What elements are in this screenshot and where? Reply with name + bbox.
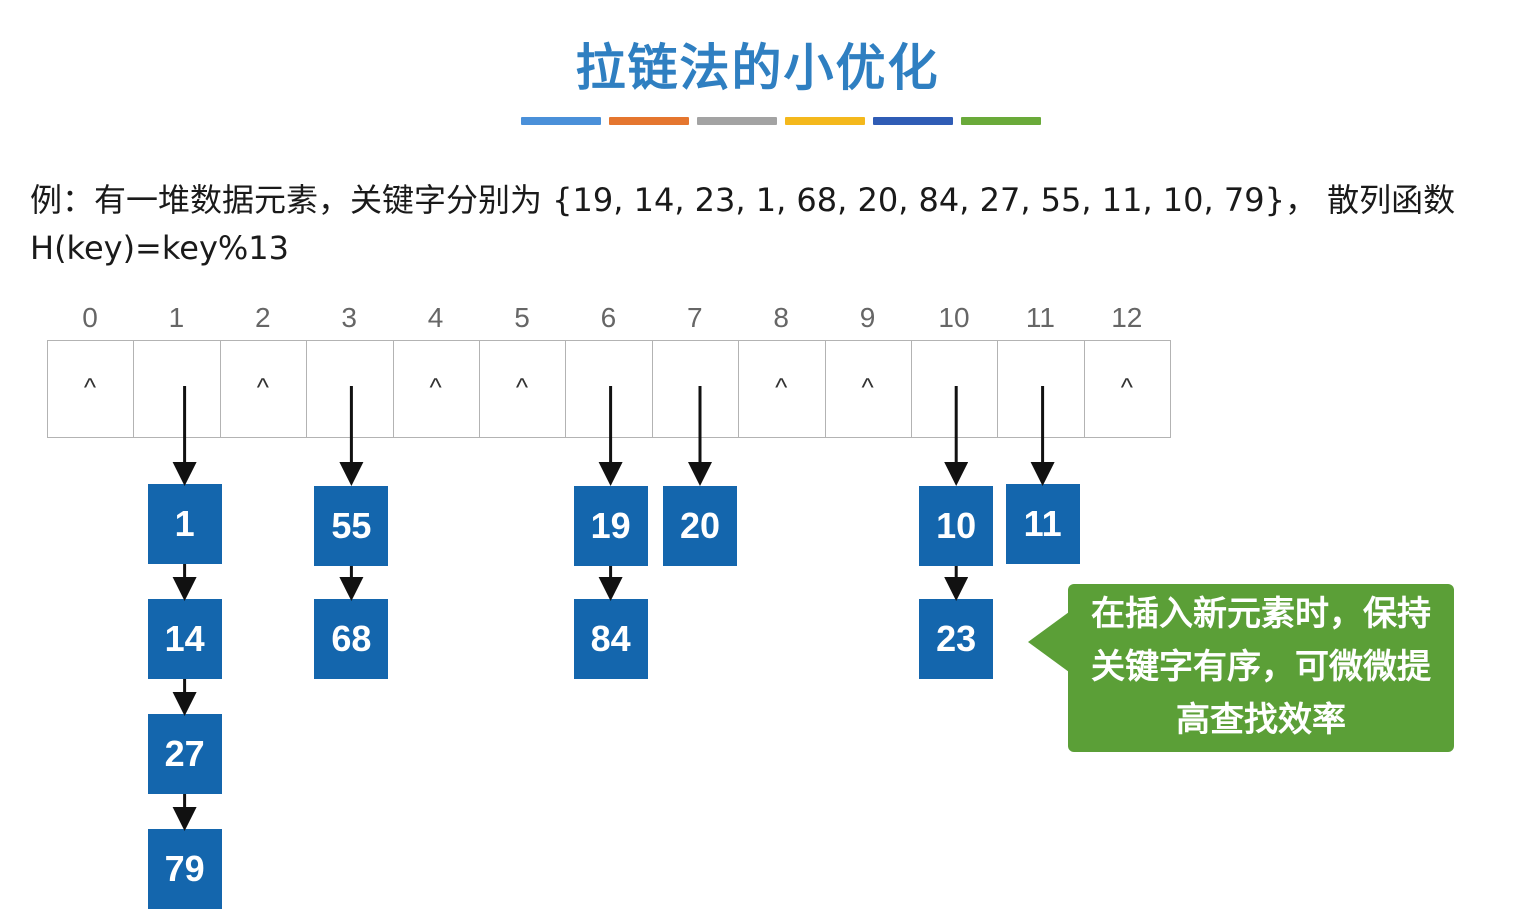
- color-bar: [521, 117, 601, 125]
- color-bar: [873, 117, 953, 125]
- chain-node: 11: [1005, 484, 1080, 564]
- null-pointer-marker: ^: [83, 372, 97, 402]
- callout-line-2: 关键字有序，可微微提: [1091, 647, 1431, 687]
- slot-index-label: 0: [82, 302, 98, 333]
- callout-line-3: 高查找效率: [1176, 700, 1346, 740]
- chain-node: 68: [314, 599, 389, 679]
- slot-index-label: 10: [938, 302, 970, 333]
- description-line-1: 例：有一堆数据元素，关键字分别为 {19, 14, 23, 1, 68, 20,…: [30, 181, 1456, 219]
- color-bar: [609, 117, 689, 125]
- hash-slot-cell: [911, 340, 999, 438]
- hash-slot-cell: [133, 340, 221, 438]
- slot-index-label: 9: [859, 302, 876, 333]
- hash-slot-cell: [824, 340, 912, 438]
- hash-slot-cell: [997, 340, 1085, 438]
- color-bar: [785, 117, 865, 125]
- callout-pointer: [1028, 612, 1069, 672]
- chain-node: 27: [147, 714, 222, 794]
- slot-index-label: 8: [773, 302, 789, 333]
- optimization-callout: 在插入新元素时，保持 关键字有序，可微微提 高查找效率: [1068, 584, 1454, 752]
- color-bar-strip: [521, 117, 1041, 125]
- color-bar: [961, 117, 1041, 125]
- chain-node: 10: [919, 486, 994, 566]
- problem-description: 例：有一堆数据元素，关键字分别为 {19, 14, 23, 1, 68, 20,…: [30, 176, 1480, 272]
- slot-index-label: 6: [600, 302, 617, 333]
- null-pointer-marker: ^: [861, 372, 874, 402]
- hash-slot-cell: [219, 340, 308, 438]
- chain-node: 19: [573, 486, 648, 566]
- slot-index-label: 11: [1025, 302, 1055, 333]
- hash-slot-cell: [651, 340, 740, 438]
- null-pointer-marker: ^: [1120, 372, 1133, 402]
- null-pointer-marker: ^: [775, 372, 788, 402]
- description-line-2: H(key)=key%13: [30, 229, 289, 267]
- color-bar: [697, 117, 777, 125]
- slot-index-label: 2: [255, 302, 271, 333]
- chain-node: 1: [147, 484, 222, 564]
- callout-line-1: 在插入新元素时，保持: [1091, 594, 1431, 634]
- chain-node: 79: [147, 829, 222, 909]
- chain-node: 55: [314, 486, 389, 566]
- chain-node: 84: [573, 599, 648, 679]
- hash-slot-cell: [479, 340, 567, 438]
- slot-index-label: 4: [427, 302, 444, 333]
- hash-slot-cell: [392, 340, 480, 438]
- slot-index-label: 3: [341, 302, 357, 333]
- page-title: 拉链法的小优化: [575, 39, 940, 97]
- slot-index-label: 7: [687, 302, 703, 333]
- chain-node: 23: [919, 599, 994, 679]
- slot-index-label: 5: [514, 302, 530, 333]
- null-pointer-marker: ^: [515, 372, 529, 402]
- chain-node: 14: [147, 599, 222, 679]
- hash-slot-cell: [1083, 340, 1172, 438]
- slot-index-label: 12: [1111, 302, 1143, 333]
- hash-slot-cell: [47, 340, 135, 438]
- slot-index-label: 1: [168, 302, 185, 333]
- null-pointer-marker: ^: [429, 372, 442, 402]
- null-pointer-marker: ^: [256, 372, 269, 402]
- chain-node: 20: [663, 486, 737, 566]
